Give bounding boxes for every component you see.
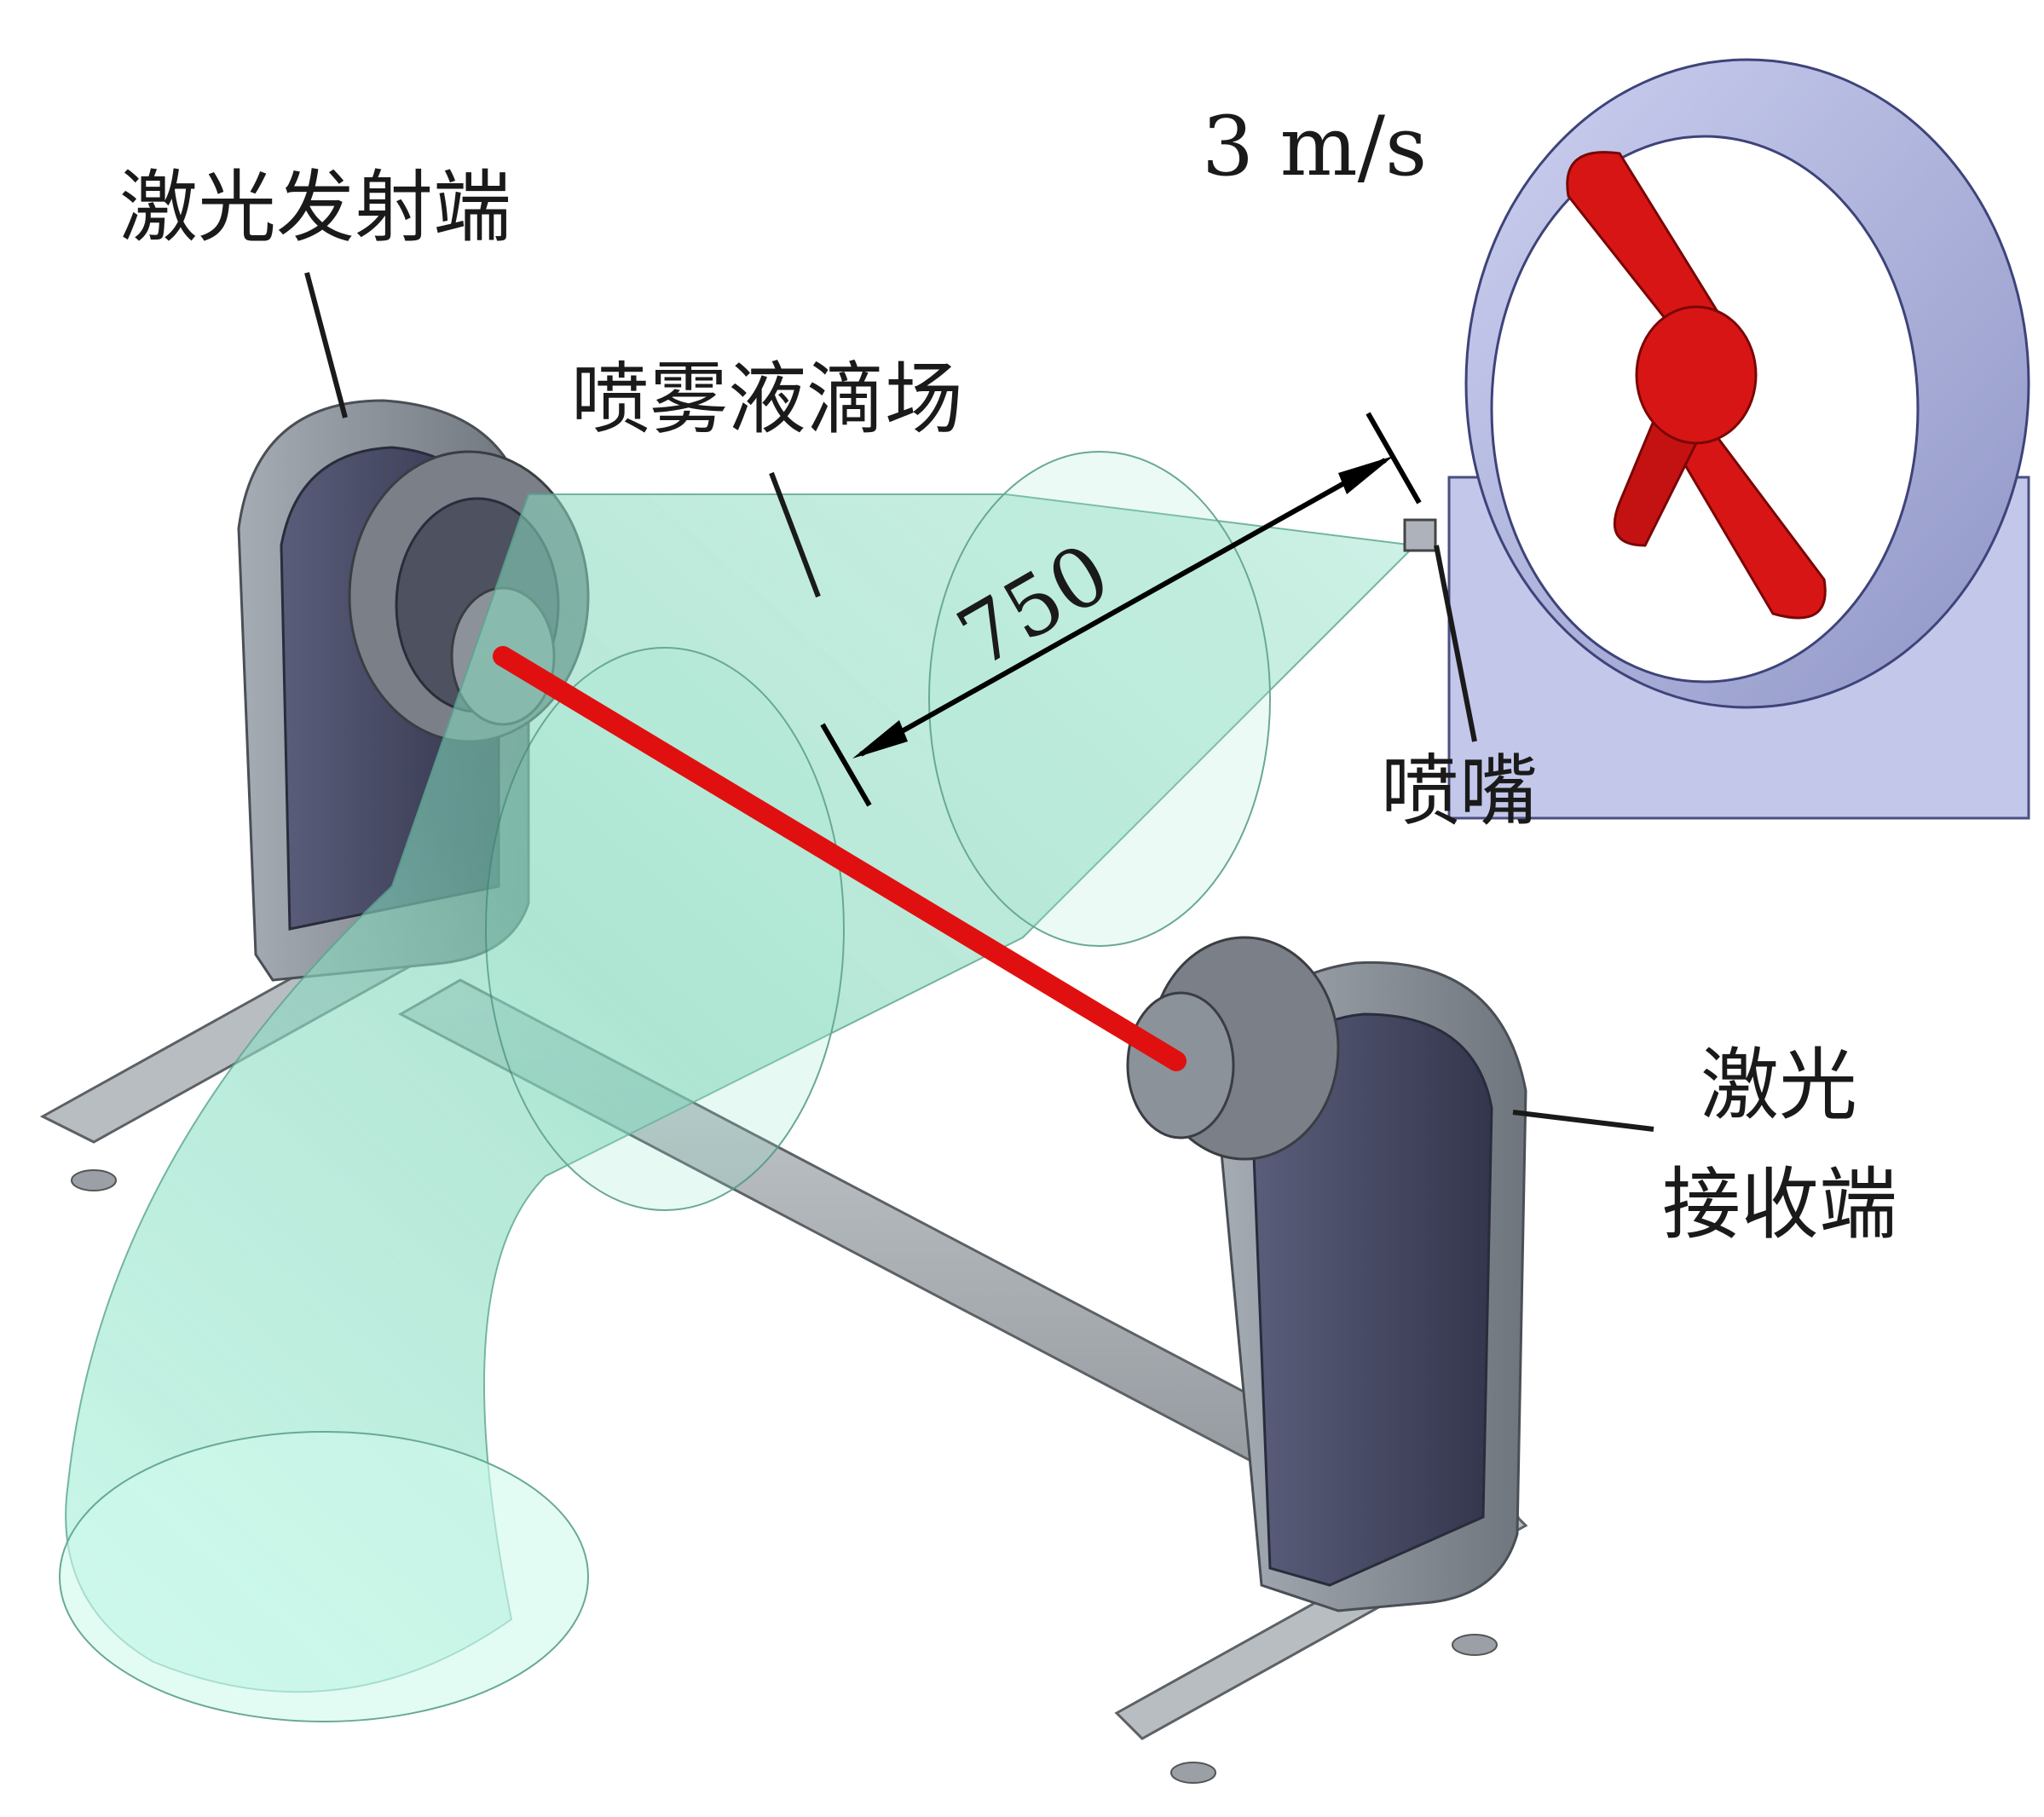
dimension-line: [859, 458, 1387, 757]
spray-field: [59, 451, 1418, 1722]
dimension-750: [820, 412, 1422, 807]
foot-pad-2: [1170, 1762, 1216, 1784]
leader-receiver: [1512, 1110, 1654, 1132]
leader-nozzle: [1434, 545, 1477, 742]
label-wind-speed: 3 m/s: [1202, 99, 1427, 194]
leader-emitter: [304, 272, 348, 418]
spray-section-near: [485, 647, 845, 1211]
laser-receiver: [1126, 936, 1527, 1612]
leader-spray: [769, 471, 821, 598]
label-nozzle: 喷嘴: [1381, 746, 1538, 837]
foot-pad-3: [1452, 1634, 1498, 1656]
foot-pad-1: [71, 1169, 117, 1191]
label-receiver-line1: 激光: [1700, 1040, 1857, 1131]
fan-hub: [1635, 305, 1758, 445]
spray-section-far: [928, 451, 1271, 947]
nozzle-body: [1403, 518, 1437, 552]
leader-lines: [304, 272, 1654, 1132]
fan: [1447, 58, 2030, 820]
fan-blade-bottom: [1660, 407, 1827, 620]
label-emitter: 激光发射端: [119, 162, 511, 253]
dimension-arrowhead-right: [1338, 456, 1394, 494]
dimension-arrowhead-left: [852, 720, 908, 759]
dimension-tick-right: [1366, 412, 1422, 505]
label-receiver-line2: 接收端: [1662, 1159, 1897, 1250]
laser-beam: [493, 646, 1187, 1071]
label-spray-field: 喷雾液滴场: [571, 354, 963, 445]
laser-beam-line: [493, 646, 1187, 1071]
dimension-tick-left: [820, 723, 872, 807]
nozzle: [1403, 518, 1437, 552]
spray-outlet: [59, 1431, 589, 1722]
